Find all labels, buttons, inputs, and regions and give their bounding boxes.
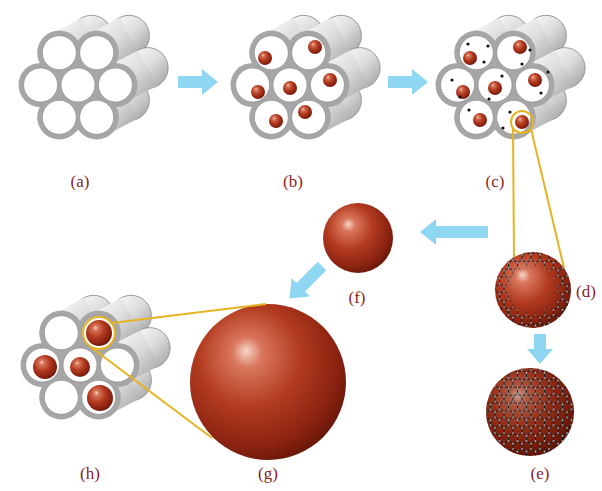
callout-leader — [511, 111, 564, 268]
process-arrow — [178, 69, 553, 364]
nanoparticles — [456, 40, 542, 129]
panel-label: (d) — [576, 283, 596, 302]
panel-label: (g) — [258, 465, 278, 484]
bare-particle — [190, 304, 346, 460]
coated-particle — [495, 252, 571, 328]
panel-label: (c) — [486, 173, 505, 192]
coated-particle — [486, 368, 574, 456]
panel-label: (e) — [531, 465, 550, 484]
silica-bundle — [20, 295, 170, 419]
panel-label: (f) — [349, 289, 366, 308]
silica-bundle — [436, 15, 586, 139]
nanoparticles — [33, 320, 113, 411]
precursor-dots — [450, 42, 549, 129]
nanoparticles — [251, 40, 337, 128]
callout-leader — [83, 304, 266, 438]
bare-particle — [323, 203, 393, 273]
panel-label: (b) — [283, 173, 303, 192]
silica-bundle — [18, 15, 168, 139]
silica-bundle — [231, 15, 381, 139]
panel-label: (a) — [71, 173, 90, 192]
panel-label: (h) — [80, 465, 100, 484]
